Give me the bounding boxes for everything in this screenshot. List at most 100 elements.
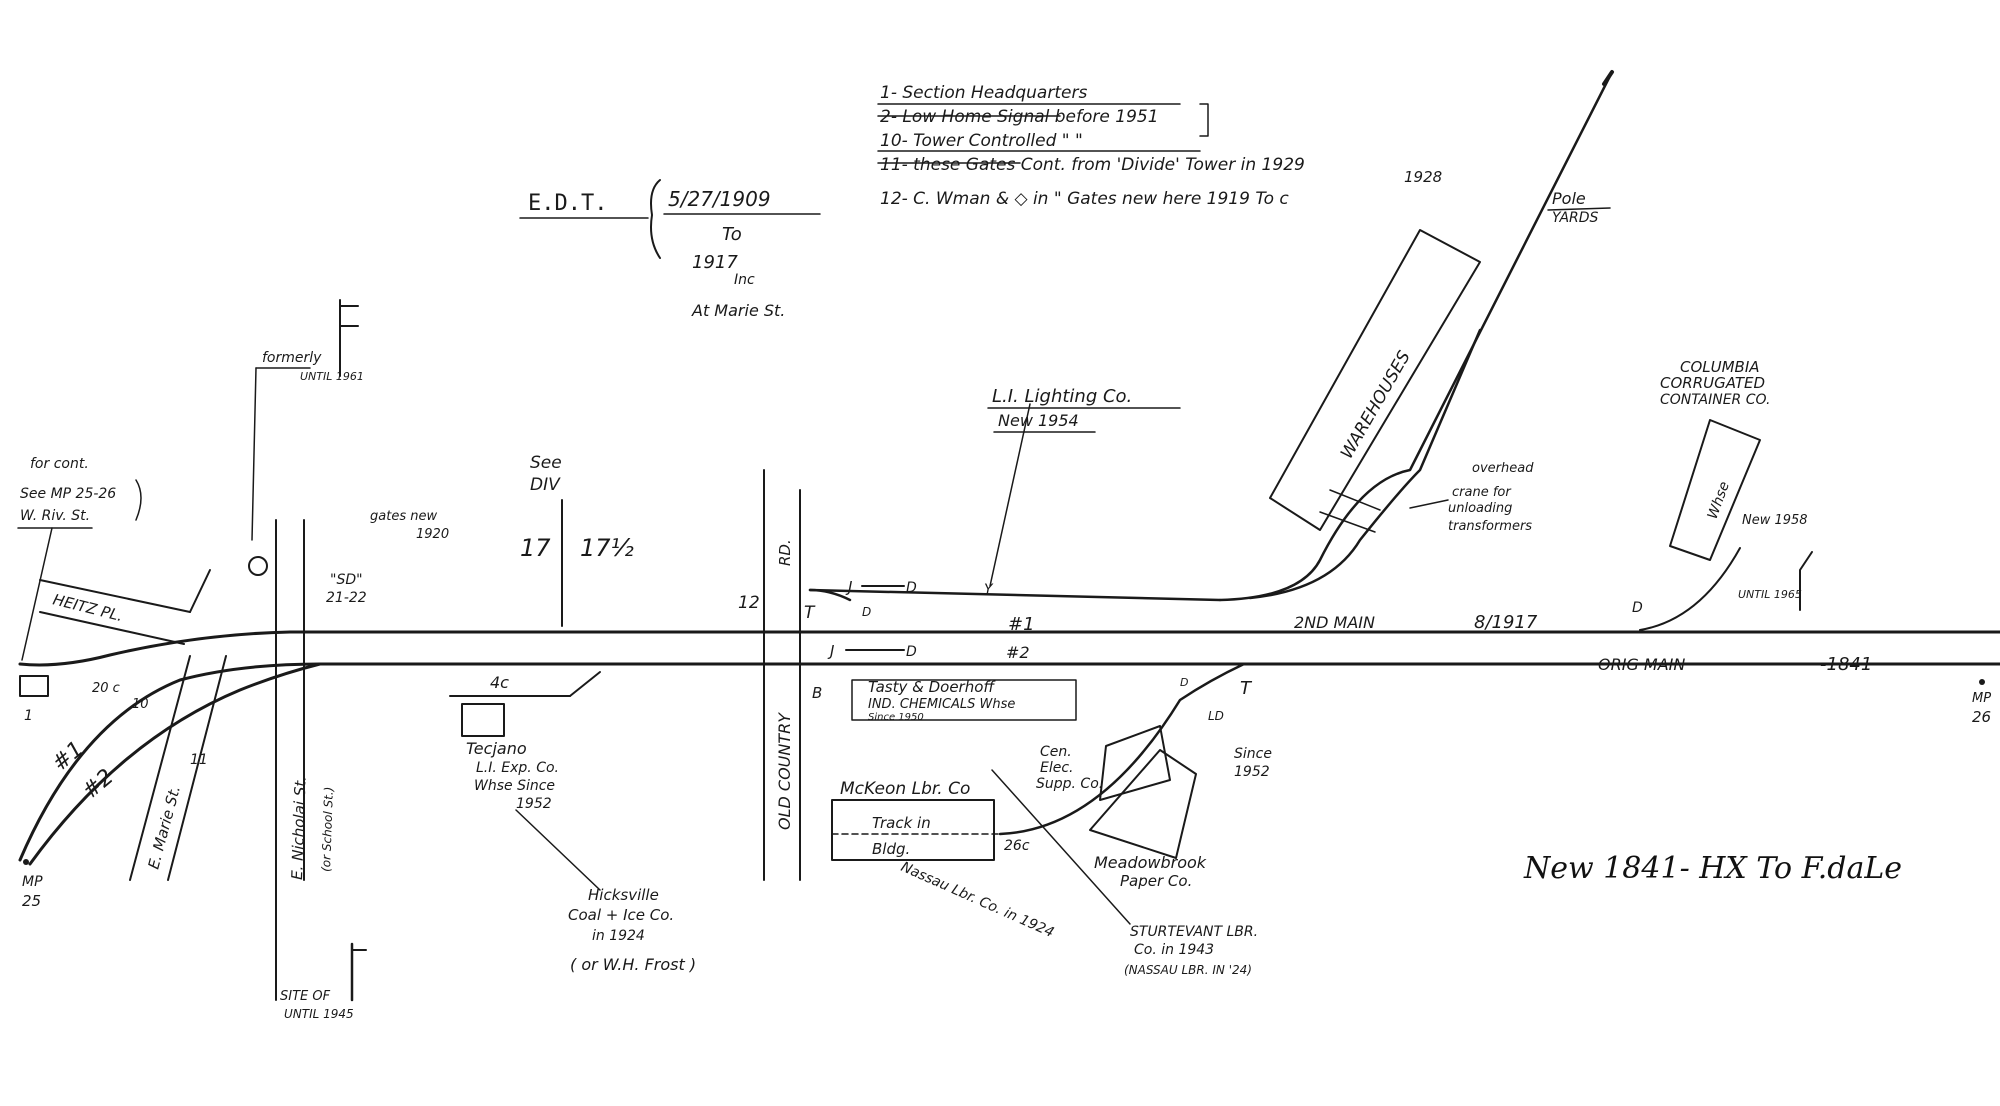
gates-new-1: gates new <box>370 509 437 524</box>
cen-elec-2: Elec. <box>1040 760 1074 776</box>
tecjano-2: L.I. Exp. Co. <box>476 760 559 776</box>
for-cont-2: See MP 25-26 <box>20 486 116 502</box>
whse-building <box>1669 419 1761 561</box>
footer-title: New 1841- HX To F.daLe <box>1523 851 1902 886</box>
nassau-lbr: Nassau Lbr. Co. in 1924 <box>898 859 1056 941</box>
note-1: 1- Section Headquarters <box>880 83 1087 103</box>
note-year: 1928 <box>1404 168 1442 186</box>
twelve-label: 12 <box>738 593 760 613</box>
rd-label: RD. <box>776 539 794 566</box>
header-notes: 1- Section Headquarters 2- Low Home Sign… <box>877 83 1442 209</box>
orig-main-label: ORIG MAIN <box>1598 655 1685 674</box>
hicksville-4: ( or W.H. Frost ) <box>570 955 696 974</box>
cen-elec-1: Cen. <box>1040 744 1072 760</box>
tecjano-4: 1952 <box>516 796 552 812</box>
no-1: 1 <box>24 708 33 724</box>
no-26c: 26c <box>1004 838 1030 854</box>
letter-t2: T <box>1240 678 1253 699</box>
letter-j1: J <box>845 578 852 596</box>
old-country-label: OLD COUNTRY <box>775 712 794 830</box>
cen-elec-meadowbrook: Cen. Elec. Supp. Co. Meadowbrook Paper C… <box>1036 600 1643 890</box>
mp25-1: MP <box>22 874 43 890</box>
gates-new-2: 1920 <box>416 527 449 542</box>
see-div-2: DIV <box>530 475 561 495</box>
pole-yards-label-1: Pole <box>1552 189 1586 208</box>
edt-date: 5/27/1909 <box>668 187 771 211</box>
tecjano-hicksville: 4c Tecjano L.I. Exp. Co. Whse Since 1952… <box>449 671 696 974</box>
sturtevant-3: (NASSAU LBR. IN '24) <box>1124 963 1252 977</box>
edt-end: 1917 <box>692 252 738 273</box>
mp26-2: 26 <box>1972 708 1991 726</box>
edt-block: E.D.T. 5/27/1909 To 1917 Inc At Marie St… <box>519 179 821 320</box>
pole-yards-spur: WAREHOUSES Pole YARDS overhead crane for… <box>1218 70 1614 602</box>
or-school-label: (or School St.) <box>319 786 336 872</box>
letter-j2: J <box>827 642 834 660</box>
meadowbrook-2: Paper Co. <box>1120 872 1192 890</box>
edt-place: At Marie St. <box>691 301 785 320</box>
until-1965: UNTIL 1965 <box>1738 588 1802 601</box>
new-1958: New 1958 <box>1742 513 1808 528</box>
mckeon-2: Track in <box>872 814 931 832</box>
pole-yards-label-2: YARDS <box>1552 210 1599 226</box>
tecjano-3: Whse Since <box>474 778 555 794</box>
e-marie-label: E. Marie St. <box>144 784 184 871</box>
track-1-left: #1 <box>48 737 89 777</box>
tasty-doerhoff: Tasty & Doerhoff IND. CHEMICALS Whse Sin… <box>851 678 1077 723</box>
no-20c: 20 c <box>92 681 120 696</box>
overhead-4: transformers <box>1448 519 1532 534</box>
letter-b: B <box>812 684 822 702</box>
until-1961: UNTIL 1961 <box>300 370 364 383</box>
no-10: 10 <box>132 697 149 712</box>
since-1952-2: 1952 <box>1234 764 1270 780</box>
site-of-signal: SITE OF UNTIL 1945 <box>280 942 367 1021</box>
mp-17: 17 <box>520 534 551 562</box>
sturtevant-lbr: STURTEVANT LBR. Co. in 1943 (NASSAU LBR.… <box>991 769 1258 977</box>
note-2: 2- Low Home Signal before 1951 <box>880 107 1159 127</box>
no-11: 11 <box>190 752 208 768</box>
hicksville-3: in 1924 <box>592 928 645 944</box>
letter-t1: T <box>804 603 816 623</box>
columbia-3: CONTAINER CO. <box>1660 392 1770 408</box>
columbia-1: COLUMBIA <box>1680 358 1760 376</box>
letter-d3: D <box>906 644 917 660</box>
overhead-2: crane for <box>1452 485 1512 500</box>
li-lighting-label-2: New 1954 <box>998 411 1079 430</box>
main-tracks <box>18 630 2000 866</box>
sd-1: "SD" <box>330 572 363 588</box>
second-main-label: 2ND MAIN <box>1294 613 1375 632</box>
letter-d2: D <box>862 605 871 619</box>
tasty-3: Since 1950 <box>868 712 924 723</box>
li-lighting: L.I. Lighting Co. New 1954 <box>808 386 1222 602</box>
left-notes: for cont. See MP 25-26 W. Riv. St. forme… <box>17 299 364 661</box>
mp26-1: MP <box>1972 691 1991 706</box>
mileposts: See DIV 17 17½ gates new 1920 "SD" 21-22 <box>326 453 634 627</box>
note-5: 12- C. Wman & ◇ in " Gates new here 1919… <box>880 189 1289 209</box>
overhead-1: overhead <box>1472 461 1534 476</box>
edt-label: E.D.T. <box>528 191 607 216</box>
tecjano-1: Tecjano <box>466 739 527 758</box>
track-1-label: #1 <box>1008 614 1035 635</box>
note-3: 10- Tower Controlled " " <box>880 131 1083 151</box>
second-main-year: 8/1917 <box>1474 612 1538 633</box>
old-country-rd: OLD COUNTRY RD. 12 T B <box>738 469 822 881</box>
sd-2: 21-22 <box>326 590 367 606</box>
hicksville-2: Coal + Ice Co. <box>568 906 674 924</box>
letter-d5: D <box>1632 600 1643 616</box>
mp25-2: 25 <box>22 892 41 910</box>
meadowbrook-1: Meadowbrook <box>1094 853 1207 872</box>
mckeon-1: McKeon Lbr. Co <box>840 779 970 799</box>
hicksville-1: Hicksville <box>588 886 659 904</box>
orig-main-year: -1841 <box>1820 654 1872 675</box>
since-1952-1: Since <box>1234 746 1272 762</box>
cen-elec-3: Supp. Co. <box>1036 776 1103 792</box>
overhead-3: unloading <box>1448 501 1512 516</box>
edt-inc: Inc <box>734 272 755 288</box>
sturtevant-2: Co. in 1943 <box>1134 942 1214 958</box>
no-4c: 4c <box>490 673 509 692</box>
warehouse-building <box>1269 229 1481 531</box>
until-1945: UNTIL 1945 <box>284 1007 354 1021</box>
note-4: 11- these Gates Cont. from 'Divide' Towe… <box>880 155 1305 175</box>
sturtevant-1: STURTEVANT LBR. <box>1130 924 1258 940</box>
see-div-1: See <box>530 453 562 473</box>
